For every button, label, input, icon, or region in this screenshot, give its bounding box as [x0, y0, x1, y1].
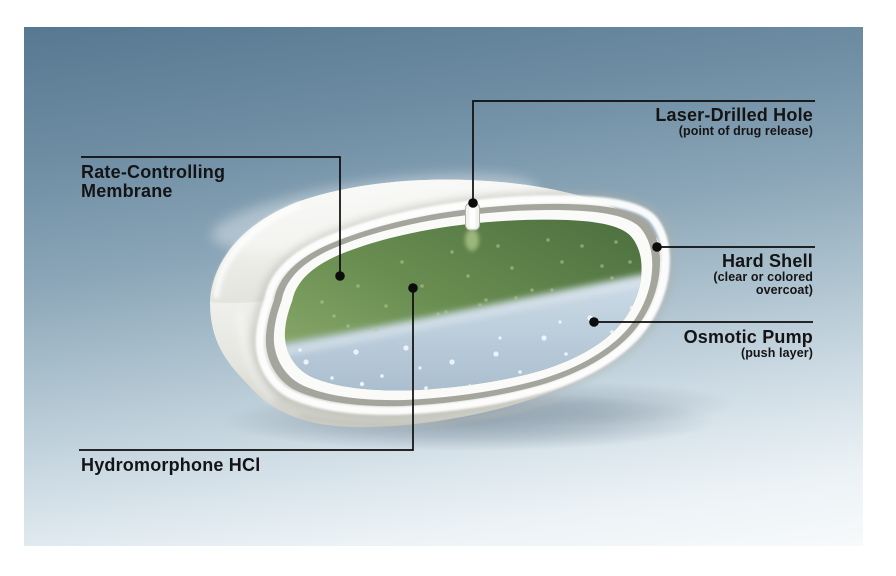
callout-dot-hard-shell — [652, 242, 662, 252]
laser-hole-subtitle: (point of drug release) — [678, 124, 813, 138]
callout-dot-membrane — [335, 271, 345, 281]
callout-dot-drug-layer — [408, 283, 418, 293]
shell-bottom-shading — [299, 396, 561, 427]
shell-left-highlight — [213, 202, 302, 299]
hard-shell-subtitle-line2: overcoat) — [755, 283, 813, 297]
hole-release-plume — [465, 229, 479, 251]
label-laser-drilled-hole: Laser-Drilled Hole (point of drug releas… — [655, 106, 813, 138]
callout-dot-laser-hole — [468, 198, 478, 208]
shell-wall-highlight — [237, 311, 276, 402]
membrane-title-line2: Membrane — [81, 181, 173, 201]
label-hydromorphone: Hydromorphone HCl — [81, 456, 260, 475]
hard-shell-subtitle-line1: (clear or colored — [713, 270, 813, 284]
push-layer-speckles — [298, 305, 635, 390]
callout-dots — [335, 198, 662, 327]
callout-lines — [79, 100, 815, 451]
laser-hole-title: Laser-Drilled Hole — [655, 105, 813, 125]
label-hard-shell: Hard Shell (clear or colored overcoat) — [713, 252, 813, 297]
membrane-title-line1: Rate-Controlling — [81, 162, 226, 182]
label-osmotic-pump: Osmotic Pump (push layer) — [684, 328, 813, 360]
callout-line-drug-layer — [79, 288, 414, 451]
osmotic-pump-subtitle: (push layer) — [740, 346, 813, 360]
label-rate-controlling-membrane: Rate-Controlling Membrane — [81, 163, 225, 201]
drug-layer-speckles — [320, 238, 632, 332]
hydromorphone-title: Hydromorphone HCl — [81, 455, 261, 475]
osmotic-pump-title: Osmotic Pump — [683, 327, 813, 347]
layer-boundary-mist — [284, 274, 642, 362]
callout-line-membrane — [81, 156, 341, 276]
push-layer-blue — [284, 270, 642, 391]
hard-shell-title: Hard Shell — [721, 251, 813, 271]
callout-line-laser-hole — [472, 100, 815, 203]
dome-highlight — [211, 173, 539, 253]
callout-dot-osmotic-pump — [589, 317, 599, 327]
